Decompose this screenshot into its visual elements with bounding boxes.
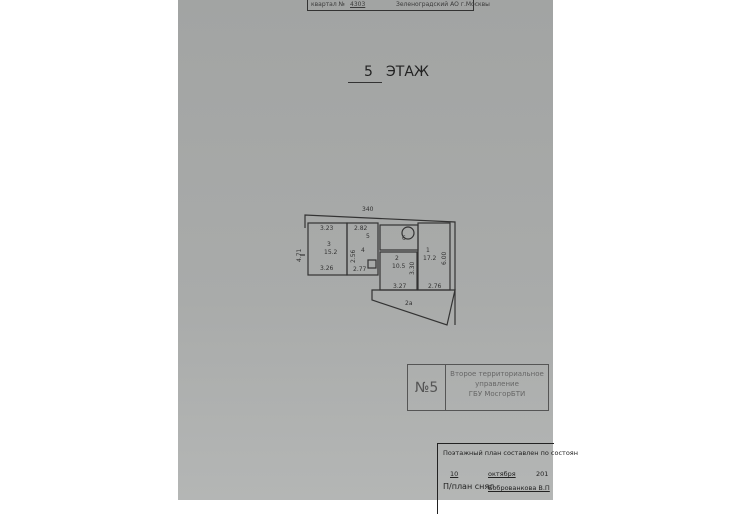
document-page [178,0,553,500]
bti-stamp: №5 Второе территориальное управление ГБУ… [407,364,549,411]
room-3-area: 15.2 [324,249,338,256]
room-3-number: 3 [327,241,331,248]
room-5-number: 5 [366,233,370,240]
district: Зеленоградский АО г.Москвы [396,1,490,8]
footer-year: 201 [536,470,549,478]
balcony-2a [371,289,456,326]
footer-month: октября [488,470,516,478]
room-2-number: 2 [395,255,399,262]
footer-name: Боброванкова В.П [488,484,550,492]
room-1-area: 17.2 [423,255,437,262]
footer-day: 10 [450,470,459,478]
dim-r4-side: 2.56 [350,249,357,263]
dim-r3-top: 3.23 [320,225,334,232]
footer-line-1: Поэтажный план составлен по состоян [443,449,578,457]
room-1-number: 1 [426,247,430,254]
dim-r4-bottom: 2.77 [353,266,367,273]
stamp-number: №5 [408,365,446,410]
stamp-line-2: управление [475,380,519,388]
dim-r1-side: 6.00 [441,251,448,265]
dim-r5-top: 2.82 [354,225,368,232]
dim-r2-side: 3.30 [409,261,416,275]
room-4-5 [346,222,379,276]
dim-overall: 340 [362,206,374,213]
document-header: квартал № 4303 Зеленоградский АО г.Москв… [307,0,490,11]
kvartal-label: квартал № [311,1,345,8]
stove [367,259,377,269]
stamp-line-3: ГБУ МосгорБТИ [468,390,526,398]
dim-r1-bottom: 2.76 [428,283,442,290]
room-6-number: 6 [402,235,406,242]
floor-number: 5 [364,64,373,80]
dim-r3-bottom: 3.26 [320,265,334,272]
outer-wall [304,214,456,325]
kvartal-number: 4303 [350,1,366,8]
fixture [401,226,415,240]
floor-underline [348,82,382,83]
dim-r3-side: 4.71 [296,248,303,262]
floor-plan: 340 3.23 3 15.2 3.26 4.71 2.82 5 4 2.56 … [296,206,456,326]
footer-label: П/план снял [443,482,495,491]
balcony-number: 2a [405,300,413,307]
room-4-number: 4 [361,247,365,254]
floor-word: ЭТАЖ [386,64,429,80]
dim-r2-bottom: 3.27 [393,283,407,290]
room-2-area: 10.5 [392,263,406,270]
certification-box: Поэтажный план составлен по состоян 10 о… [437,443,578,514]
stamp-line-1: Второе территориальное [450,370,544,378]
